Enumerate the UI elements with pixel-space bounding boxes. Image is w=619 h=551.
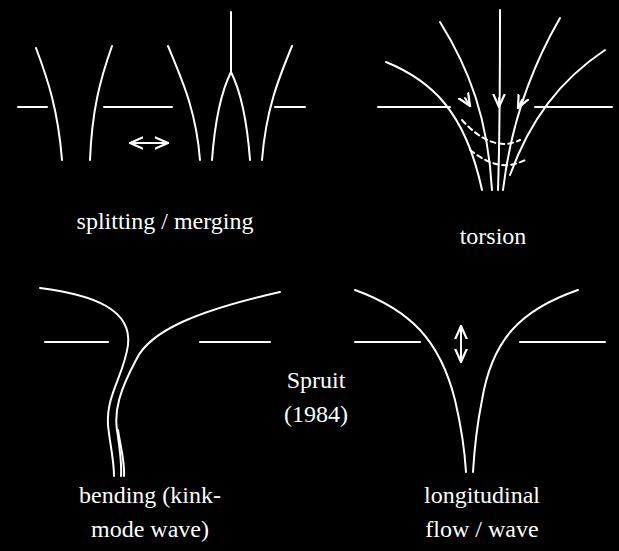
bending-figure xyxy=(40,288,280,476)
panel-label: Spruit (1984) xyxy=(271,363,361,431)
panel-label: bending (kink-mode wave) xyxy=(58,478,243,546)
longitudinal-figure xyxy=(355,290,605,472)
panel-label: torsion xyxy=(433,219,553,253)
torsion-figure xyxy=(378,10,612,190)
splitting-merging-figure xyxy=(18,12,305,160)
panel-label: splitting / merging xyxy=(35,204,295,238)
panel-label: longitudinal flow / wave xyxy=(412,478,552,546)
